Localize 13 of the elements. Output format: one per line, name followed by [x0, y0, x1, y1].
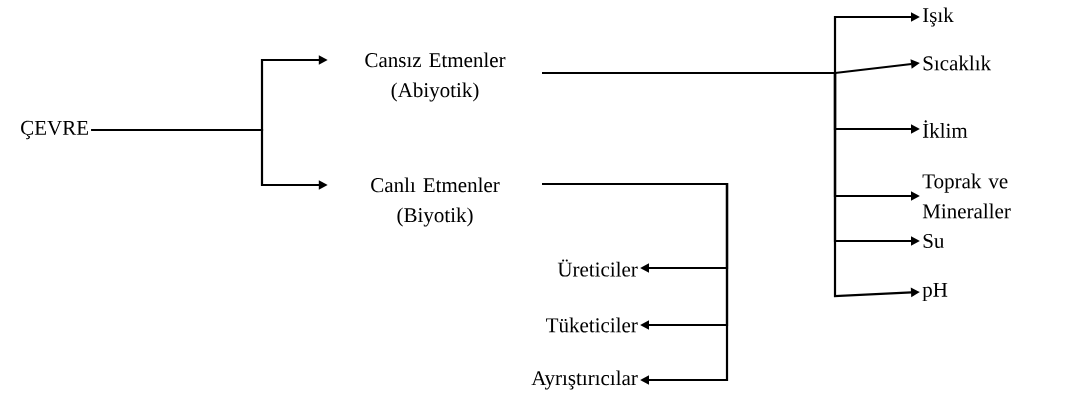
node-label: pH — [922, 282, 948, 302]
node-label: Tüketiciler — [546, 317, 638, 333]
node-label: Toprak ve Mineraller — [922, 173, 1011, 219]
node-label: Ayrıştırıcılar — [531, 370, 638, 390]
node-label: Üreticiler — [557, 259, 638, 277]
node-label: Sıcaklık — [923, 55, 992, 71]
node-label: Işık — [922, 7, 954, 27]
node-label: ÇEVRE — [21, 120, 88, 140]
arrow — [542, 182, 729, 385]
node-label: Su — [923, 233, 945, 249]
node-label: Canlı Etmenler (Biyotik) — [371, 177, 500, 227]
node-label: Cansız Etmenler (Abiyotik) — [365, 52, 506, 102]
node-label: İklim — [922, 120, 968, 138]
